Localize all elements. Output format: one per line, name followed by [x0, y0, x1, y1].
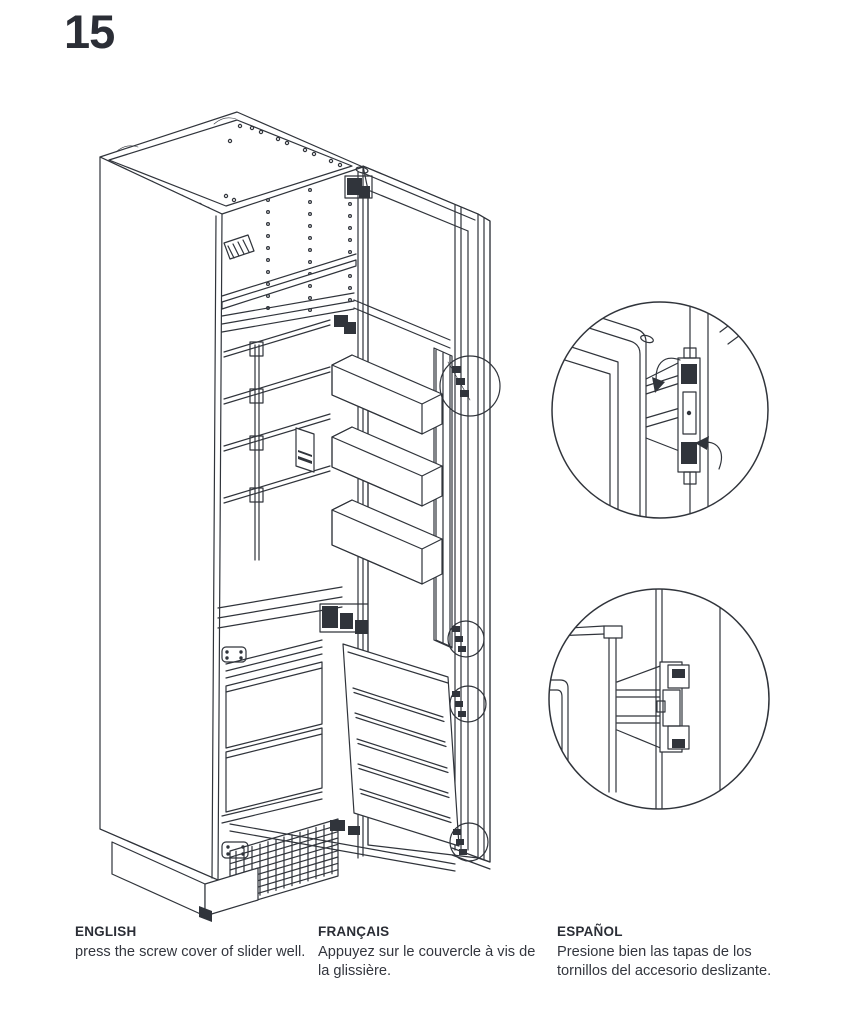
cabinet-drawing: [99, 111, 456, 922]
fridge-top-frame: [221, 292, 356, 334]
side-panel-edge: [719, 302, 765, 333]
instruction-french: FRANÇAIS Appuyez sur le couvercle à vis …: [318, 924, 546, 981]
fridge-shelf: [223, 366, 331, 405]
upper-interior: [221, 178, 357, 313]
thermostat-panel: [295, 427, 315, 473]
detail-callout-top: [551, 301, 769, 519]
center-hinge: [319, 603, 373, 634]
bottom-hinge-plate: [221, 841, 249, 859]
left-side-panel: [99, 156, 223, 881]
highlight-circles: [439, 355, 501, 862]
side-panel-edge: [727, 312, 768, 345]
base-bracket: [199, 906, 212, 922]
highlight-circle: [449, 685, 487, 723]
fridge-interior: [223, 319, 331, 561]
slider-bracket: [677, 347, 701, 485]
freezer-door: [342, 626, 467, 855]
vent-ribs: [227, 239, 250, 259]
highlight-circle: [447, 620, 485, 658]
freezer-interior: [221, 639, 323, 824]
language-heading: ESPAÑOL: [557, 924, 623, 939]
detail-callout-bottom: [548, 588, 770, 810]
slider-rails: [645, 360, 683, 453]
door-bin: [331, 354, 443, 435]
instruction-body: Presione bien las tapas de los tornillos…: [557, 944, 772, 979]
freezer-drawer: [225, 661, 323, 749]
highlight-circle: [449, 822, 489, 862]
language-heading: ENGLISH: [75, 924, 137, 939]
step-number: 15: [64, 5, 115, 58]
shelf-pin-holes: [266, 178, 353, 313]
door-top-hinge: [344, 175, 373, 199]
instruction-english: ENGLISH press the screw cover of slider …: [75, 924, 308, 962]
instruction-body: Appuyez sur le couvercle à vis de la gli…: [318, 944, 536, 979]
fridge-door: [331, 299, 471, 649]
slider-bracket-side: [656, 661, 690, 753]
highlight-circle: [439, 355, 501, 417]
slider-fitting: [447, 361, 471, 401]
freezer-door-slats: [352, 687, 452, 824]
fridge-shelf: [223, 413, 331, 452]
lower-panel-corner: [549, 679, 569, 795]
compartment-divider: [217, 586, 373, 663]
slider-rails: [616, 664, 664, 750]
upper-shelf: [221, 253, 357, 310]
fridge-shelf: [223, 319, 331, 358]
instruction-body: press the screw cover of slider well.: [75, 944, 306, 960]
language-heading: FRANÇAIS: [318, 924, 390, 939]
instruction-spanish: ESPAÑOL Presione bien las tapas de los t…: [557, 924, 787, 981]
bottom-slider-rail: [199, 820, 456, 922]
door-bin: [331, 499, 443, 585]
appliance-door-edge: [603, 625, 623, 793]
door-bin: [331, 426, 443, 507]
slider-fitting: [452, 691, 466, 717]
plinth: [99, 828, 259, 917]
press-arrow: [652, 357, 681, 393]
press-arrow: [695, 436, 722, 470]
freezer-drawer: [225, 727, 323, 813]
slider-fitting: [453, 829, 467, 855]
slider-fitting: [452, 626, 466, 652]
